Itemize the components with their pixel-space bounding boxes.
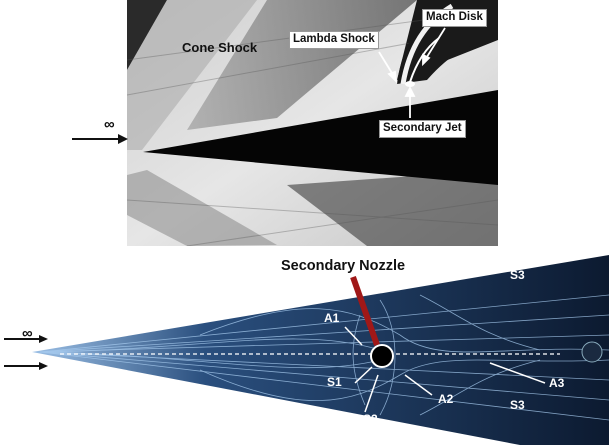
nozzle-pointer	[350, 276, 380, 346]
label-s1: S1	[327, 375, 342, 389]
label-a3: A3	[549, 376, 565, 390]
cone-surface	[32, 255, 609, 445]
lower-dark-band	[287, 170, 498, 246]
bottom-freestream-symbol: ∞	[22, 325, 33, 342]
mach-disk-label: Mach Disk	[422, 9, 487, 27]
label-a2: A2	[438, 392, 454, 406]
secondary-nozzle-hole	[370, 344, 394, 368]
cone-shock-label: Cone Shock	[182, 40, 258, 55]
label-s3-top: S3	[510, 268, 525, 282]
feature-arrows	[378, 27, 446, 118]
secondary-nozzle-title: Secondary Nozzle	[281, 258, 406, 274]
oilflow-svg	[32, 255, 609, 445]
secondary-jet-label: Secondary Jet	[379, 120, 466, 138]
shadowgraph-image: Cone Shock Lambda Shock Mach Disk Second…	[127, 0, 498, 246]
label-s3-bottom: S3	[510, 398, 525, 412]
bottom-freestream-arrows	[4, 335, 48, 370]
top-freestream-symbol: ∞	[104, 116, 115, 133]
top-freestream-arrow	[72, 134, 128, 144]
upper-shock-band	[127, 0, 257, 150]
surface-streaklines	[39, 294, 609, 421]
lambda-shock-label: Lambda Shock	[289, 31, 379, 49]
jet-exit	[405, 81, 415, 87]
label-a1: A1	[324, 311, 340, 325]
label-arrows	[344, 326, 546, 413]
lower-shock-band	[127, 170, 277, 246]
oilflow-image: A1 S1 S2 A2 S3 A3 S3	[0, 255, 609, 445]
label-s2: S2	[363, 412, 378, 426]
base-fixture	[581, 341, 603, 363]
